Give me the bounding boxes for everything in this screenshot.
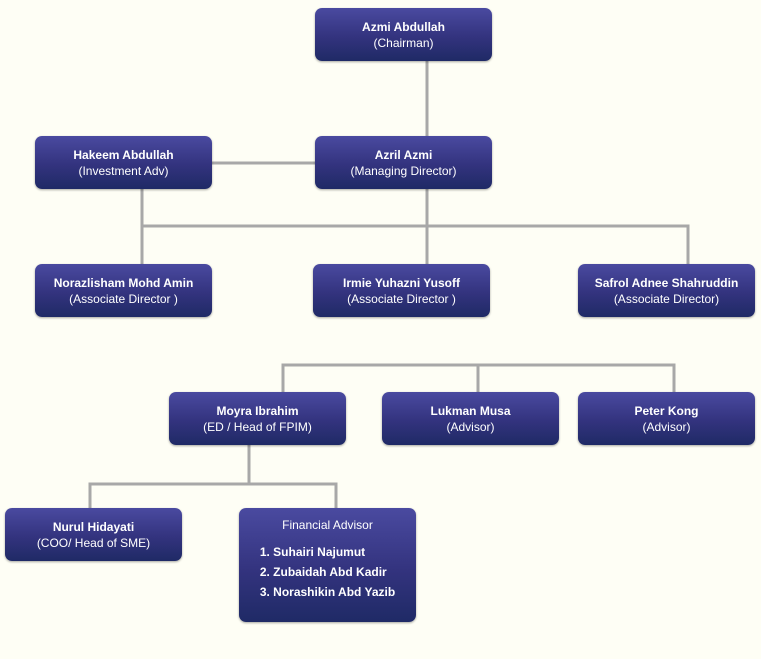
node-name: Irmie Yuhazni Yusoff: [343, 275, 460, 290]
node-role: (Associate Director ): [347, 291, 456, 306]
node-title: Financial Advisor: [282, 518, 373, 532]
node-role: (Managing Director): [350, 163, 457, 178]
node-name: Peter Kong: [634, 403, 699, 418]
node-managing-director: Azril Azmi (Managing Director): [315, 136, 492, 189]
list-item: 3. Norashikin Abd Yazib: [259, 585, 396, 599]
node-name: Safrol Adnee Shahruddin: [594, 275, 739, 290]
node-executive-director: Moyra Ibrahim (ED / Head of FPIM): [169, 392, 346, 445]
node-name: Norazlisham Mohd Amin: [53, 275, 194, 290]
list-item: 1. Suhairi Najumut: [259, 545, 366, 559]
node-associate-director-3: Safrol Adnee Shahruddin (Associate Direc…: [578, 264, 755, 317]
node-financial-advisor: Financial Advisor 1. Suhairi Najumut 2. …: [239, 508, 416, 622]
node-name: Azril Azmi: [374, 147, 433, 162]
node-coo: Nurul Hidayati (COO/ Head of SME): [5, 508, 182, 561]
node-role: (Associate Director ): [69, 291, 178, 306]
node-name: Nurul Hidayati: [52, 519, 135, 534]
node-role: (ED / Head of FPIM): [203, 419, 312, 434]
node-advisor-peter: Peter Kong (Advisor): [578, 392, 755, 445]
node-name: Azmi Abdullah: [362, 19, 445, 34]
node-role: (Investment Adv): [78, 163, 169, 178]
node-advisor-lukman: Lukman Musa (Advisor): [382, 392, 559, 445]
node-role: (Advisor): [642, 419, 691, 434]
financial-advisor-list: 1. Suhairi Najumut 2. Zubaidah Abd Kadir…: [260, 542, 395, 602]
list-item: 2. Zubaidah Abd Kadir: [259, 565, 387, 579]
node-name: Lukman Musa: [430, 403, 511, 418]
node-role: (Chairman): [373, 35, 434, 50]
node-name: Moyra Ibrahim: [216, 403, 299, 418]
node-name: Hakeem Abdullah: [73, 147, 174, 162]
node-role: (Associate Director): [613, 291, 720, 306]
node-role: (Advisor): [446, 419, 495, 434]
node-chairman: Azmi Abdullah (Chairman): [315, 8, 492, 61]
node-role: (COO/ Head of SME): [36, 535, 151, 550]
node-associate-director-1: Norazlisham Mohd Amin (Associate Directo…: [35, 264, 212, 317]
node-associate-director-2: Irmie Yuhazni Yusoff (Associate Director…: [313, 264, 490, 317]
node-investment-adv: Hakeem Abdullah (Investment Adv): [35, 136, 212, 189]
